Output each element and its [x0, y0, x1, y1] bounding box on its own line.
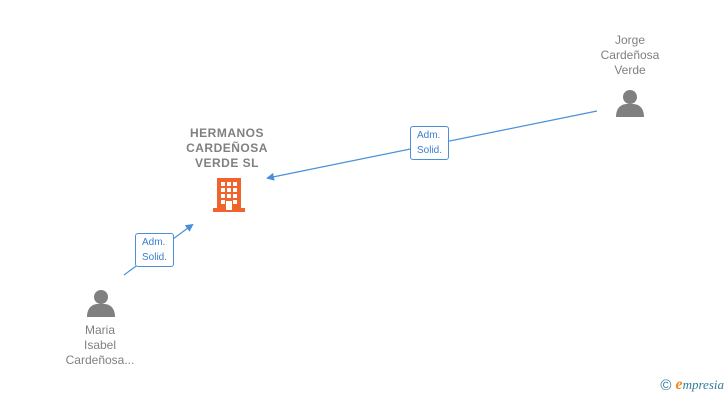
brand-logo: empresia — [675, 376, 724, 393]
person-name-jorge[interactable]: Jorge Cardeñosa Verde — [600, 33, 660, 77]
footer-brand[interactable]: © empresia — [660, 376, 724, 394]
building-icon[interactable] — [212, 177, 246, 213]
copyright-icon: © — [660, 376, 672, 394]
relation-badge-maria[interactable]: Adm. Solid. — [135, 233, 175, 267]
person-name-maria[interactable]: Maria Isabel Cardeñosa... — [65, 323, 135, 367]
relation-badge-jorge[interactable]: Adm. Solid. — [410, 126, 450, 160]
company-name[interactable]: HERMANOS CARDEÑOSA VERDE SL — [186, 126, 268, 170]
person-icon[interactable] — [615, 88, 645, 118]
person-icon[interactable] — [86, 288, 116, 318]
